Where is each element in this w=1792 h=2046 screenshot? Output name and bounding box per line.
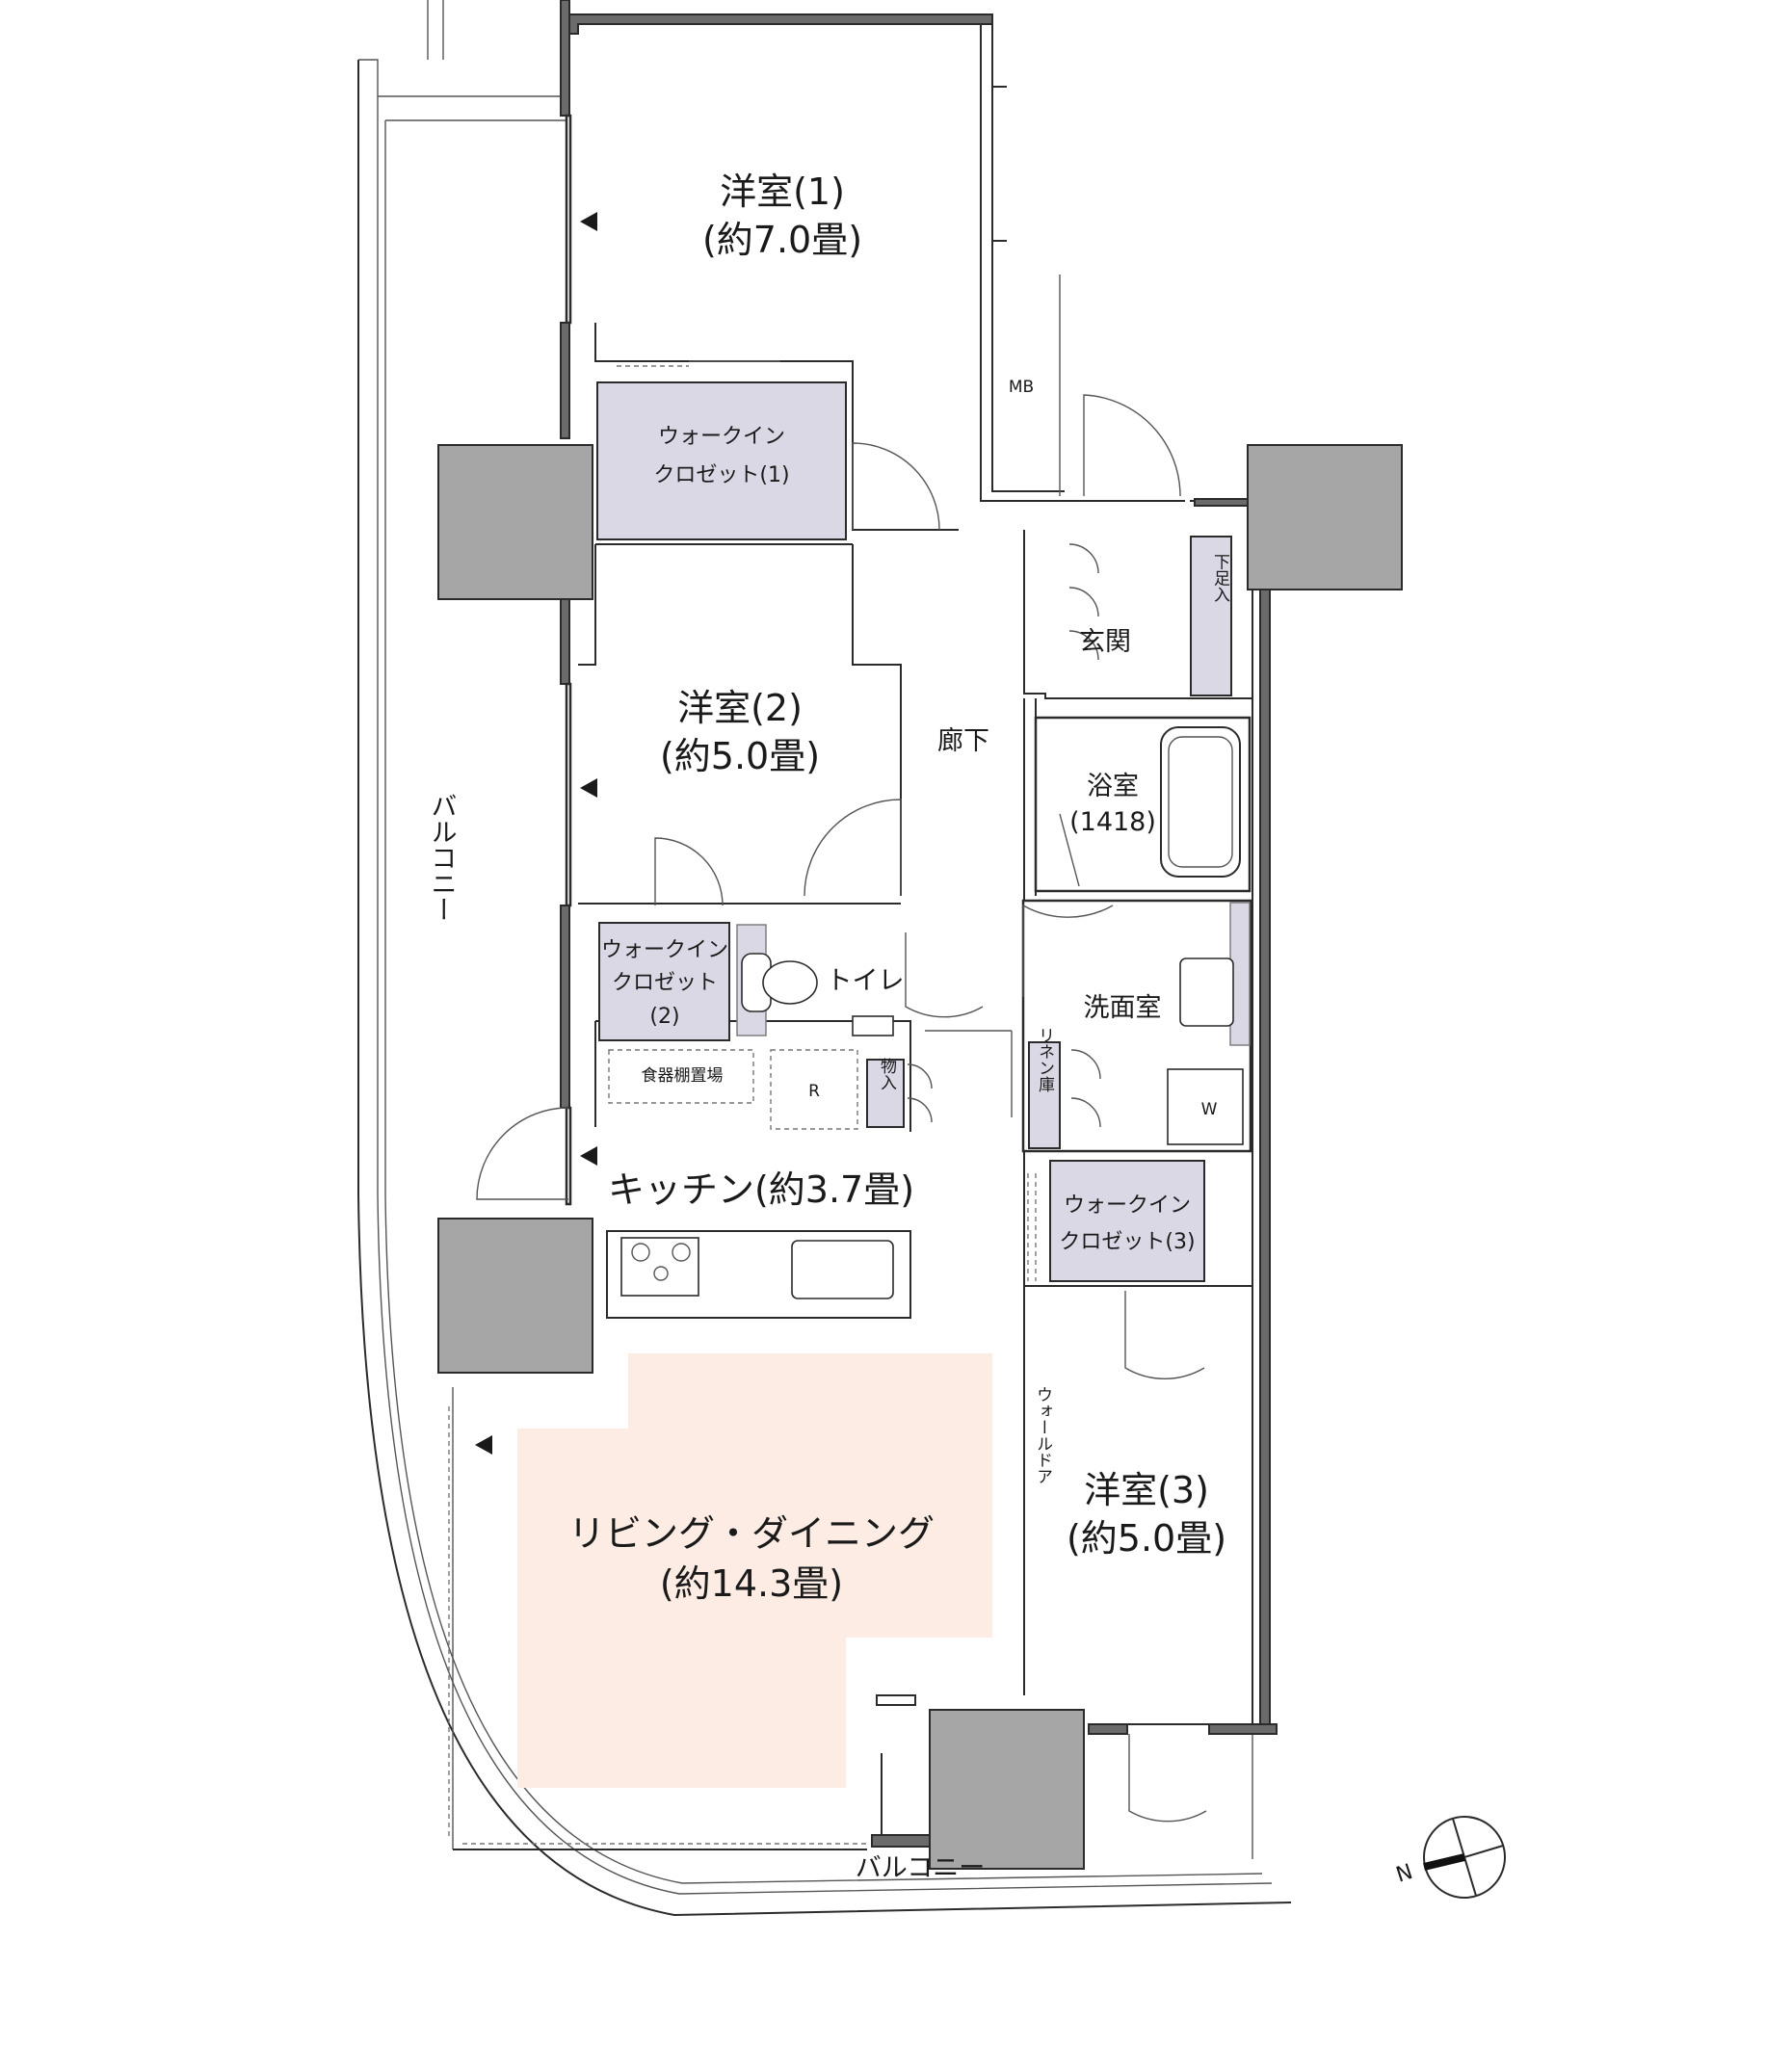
wic2-label-2: クロゼット — [612, 971, 718, 995]
fixtures — [606, 726, 1244, 1319]
interior-walls — [568, 13, 1278, 1859]
living-name: リビング・ダイニング — [568, 1512, 935, 1555]
storage-label: 物入 — [877, 1058, 897, 1090]
walk-in-closet-1 — [596, 381, 847, 540]
balcony-west-label: バルコニー — [427, 793, 457, 923]
walk-in-closet-2 — [598, 922, 730, 1041]
balcony-south-label: バルコニー — [856, 1853, 985, 1883]
walldoor-label: ウォールドア — [1033, 1386, 1052, 1484]
mb-label: MB — [1009, 378, 1034, 397]
bedroom2-name: 洋室(2) — [677, 687, 803, 729]
bedroom3-name: 洋室(3) — [1084, 1469, 1209, 1511]
bedroom1-name: 洋室(1) — [720, 170, 845, 213]
wic3-label-1: ウォークイン — [1064, 1194, 1191, 1218]
column-nw — [437, 444, 593, 600]
toilet-label: トイレ — [827, 966, 905, 996]
wic2-label-3: (2) — [649, 1005, 679, 1029]
pantry-space — [608, 1049, 754, 1104]
window-arrows — [475, 212, 597, 1455]
wic1-label-1: ウォークイン — [658, 425, 785, 449]
fridge-label: R — [808, 1082, 820, 1101]
bath-name: 浴室 — [1087, 772, 1139, 801]
balcony-railing — [357, 0, 1292, 1917]
walk-in-closet-3 — [1049, 1160, 1205, 1282]
washbasin — [1179, 957, 1234, 1027]
pantry-label: 食器棚置場 — [642, 1066, 724, 1086]
bedroom3-size: (約5.0畳) — [1067, 1517, 1226, 1560]
doors — [476, 360, 1207, 1823]
compass-needle — [1423, 1853, 1465, 1871]
storage-cabinet — [866, 1059, 905, 1128]
structural-columns — [437, 444, 1403, 1870]
shoes-label: 下足入 — [1210, 554, 1230, 603]
fridge-space — [770, 1049, 858, 1130]
kitchen-label: キッチン(約3.7畳) — [608, 1168, 914, 1211]
hallway-label: 廊下 — [937, 726, 989, 756]
washroom-label: 洗面室 — [1084, 993, 1162, 1023]
shoe-cabinet — [1190, 536, 1232, 696]
living-dining-area — [517, 1353, 992, 1788]
bath-size: (1418) — [1069, 807, 1156, 837]
bedroom2-size: (約5.0畳) — [660, 735, 820, 777]
column-ne — [1247, 444, 1403, 590]
room-labels: 洋室(1) (約7.0畳) ウォークイン クロゼット(1) MB 玄関 下足入 … — [427, 170, 1230, 1883]
living-size: (約14.3畳) — [660, 1562, 843, 1605]
wic2-label-1: ウォークイン — [601, 938, 728, 962]
linen-label: リネン庫 — [1035, 1027, 1055, 1092]
washer-label: W — [1201, 1100, 1218, 1119]
genkan-label: 玄関 — [1079, 627, 1131, 657]
linen-cabinet — [1028, 1041, 1061, 1149]
sink — [791, 1240, 894, 1299]
wic3-label-2: クロゼット(3) — [1059, 1230, 1195, 1254]
column-s — [929, 1709, 1085, 1870]
compass-label: N — [1393, 1860, 1415, 1888]
wic1-label-2: クロゼット(1) — [653, 463, 789, 487]
column-w — [437, 1218, 593, 1374]
washer-space — [1167, 1068, 1244, 1145]
bedroom1-size: (約7.0畳) — [702, 219, 862, 261]
bathtub — [1160, 726, 1241, 878]
compass: N — [1393, 1816, 1506, 1899]
